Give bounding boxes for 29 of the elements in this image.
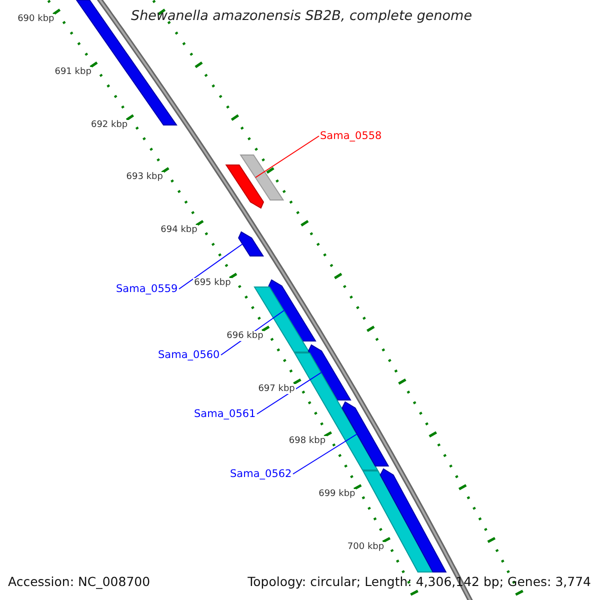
gene-bar xyxy=(238,231,264,256)
gene-bar xyxy=(225,164,264,209)
accession-text: Accession: NC_008700 xyxy=(8,574,150,589)
gene-label: Sama_0561 xyxy=(194,408,256,420)
scale-label: 694 kbp xyxy=(160,225,198,236)
scale-label: 691 kbp xyxy=(54,66,92,77)
gene-label: Sama_0560 xyxy=(158,349,220,361)
map-title: Shewanella amazonensis SB2B, complete genome xyxy=(131,8,472,24)
gene-label: Sama_0559 xyxy=(116,283,178,295)
scale-label: 697 kbp xyxy=(257,384,296,394)
gene-bar xyxy=(308,344,352,400)
scale-label: 695 kbp xyxy=(193,278,232,288)
leader-line xyxy=(292,434,358,474)
leader-line xyxy=(255,136,320,178)
scale-label: 696 kbp xyxy=(226,330,264,341)
gene-label: Sama_0558 xyxy=(320,130,382,142)
scale-label: 693 kbp xyxy=(125,172,164,182)
scale-label: 699 kbp xyxy=(318,489,356,500)
gene-bar xyxy=(362,470,434,572)
scale-label: 700 kbp xyxy=(346,542,386,552)
gene-bar xyxy=(342,401,390,466)
leader-line xyxy=(178,244,243,290)
gene-label: Sama_0562 xyxy=(230,468,292,480)
scale-label: 692 kbp xyxy=(90,120,129,130)
gene-bar xyxy=(240,154,284,200)
leader-line xyxy=(256,372,322,414)
scale-label: 698 kbp xyxy=(288,436,327,446)
gene-bar xyxy=(268,279,316,342)
scale-label: 690 kbp xyxy=(16,14,56,24)
